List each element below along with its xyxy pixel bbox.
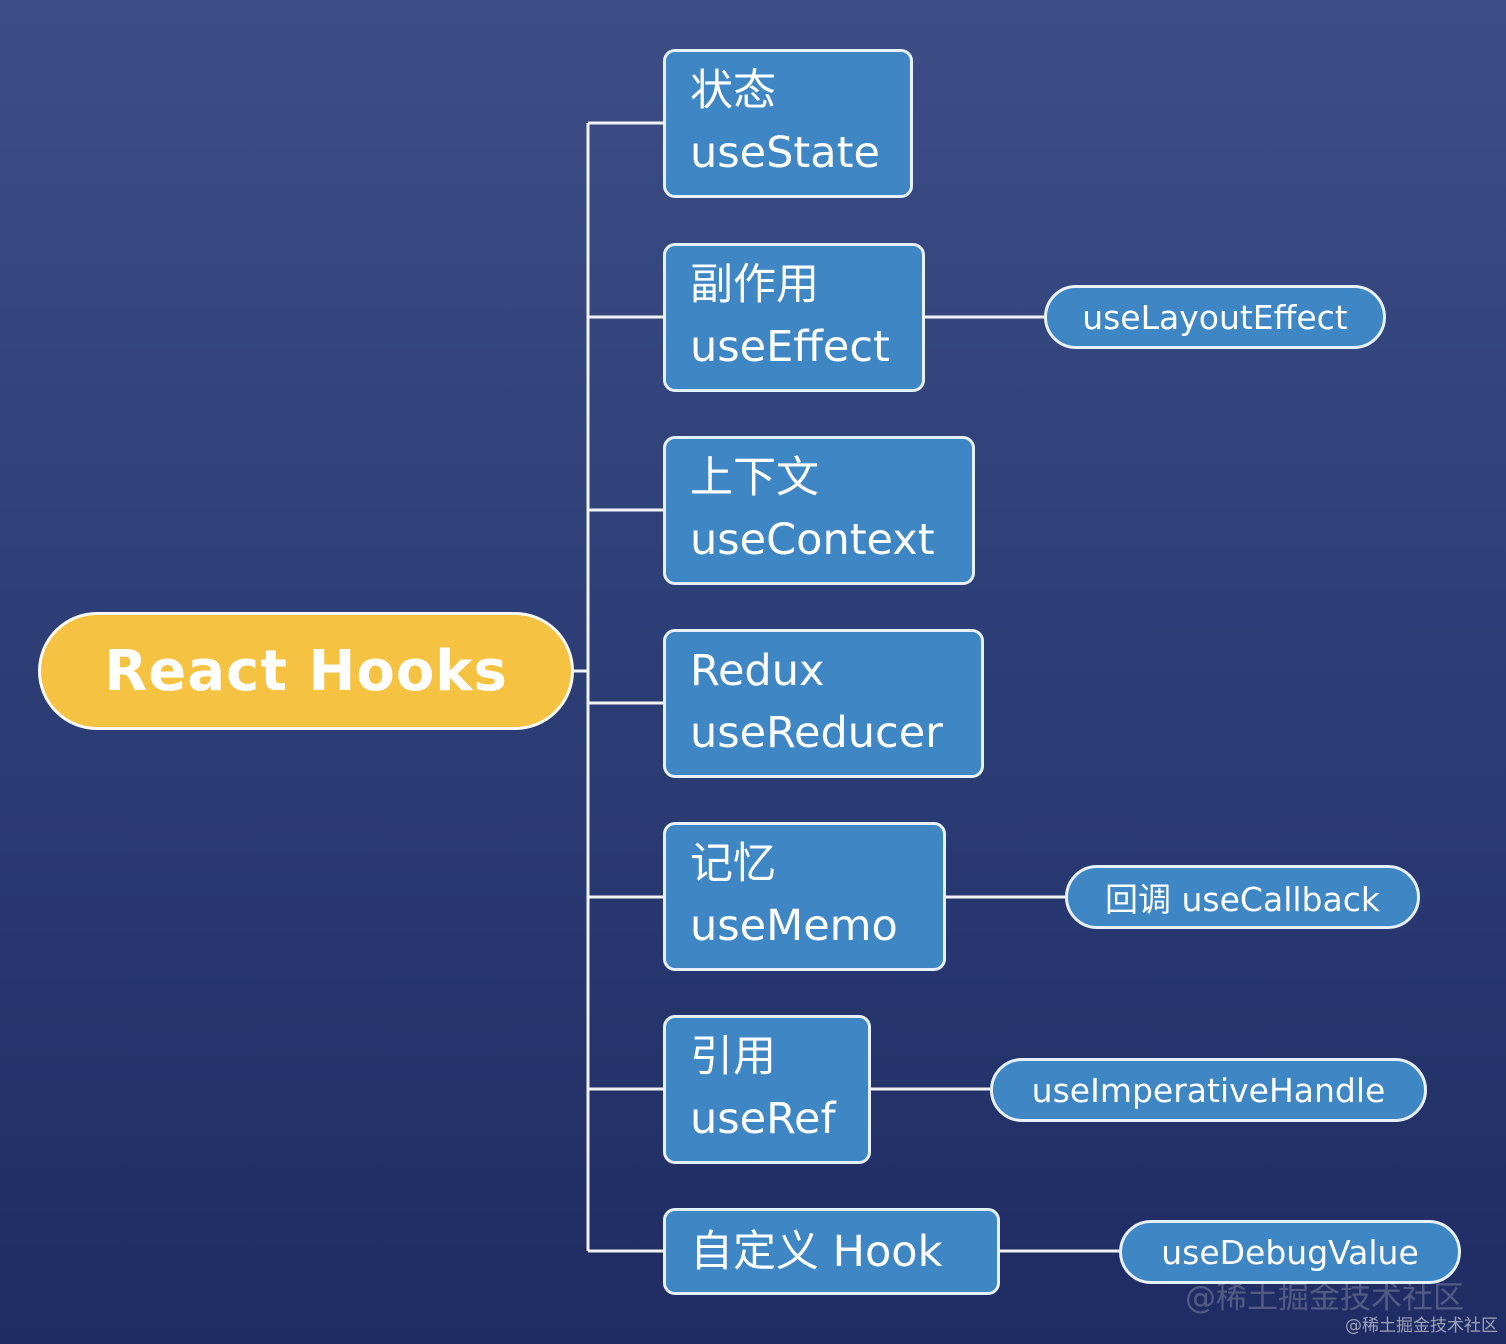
node-hook-label: useMemo (690, 901, 898, 951)
node-custom-hook: 自定义 Hook (663, 1208, 1000, 1295)
node-category-label: 记忆 (690, 839, 776, 889)
node-hook-label: useEffect (690, 322, 890, 372)
node-effect: 副作用 useEffect (663, 243, 925, 392)
node-state: 状态 useState (663, 49, 913, 198)
credit-text: @稀土掘金技术社区 (1345, 1316, 1498, 1336)
node-ref: 引用 useRef (663, 1015, 871, 1164)
node-category-label: 状态 (690, 66, 776, 116)
leaf-label: 回调 useCallback (1105, 880, 1380, 919)
leaf-use-callback: 回调 useCallback (1065, 865, 1420, 929)
leaf-use-debug-value: useDebugValue (1119, 1220, 1461, 1284)
node-reducer: Redux useReducer (663, 629, 984, 778)
node-category-label: 副作用 (690, 260, 819, 310)
leaf-label: useLayoutEffect (1082, 297, 1348, 337)
leaf-label: useDebugValue (1161, 1232, 1419, 1272)
node-hook-label: useRef (690, 1094, 836, 1144)
node-context: 上下文 useContext (663, 436, 975, 585)
leaf-use-layout-effect: useLayoutEffect (1044, 285, 1386, 349)
node-category-label: 自定义 Hook (690, 1226, 943, 1277)
node-memo: 记忆 useMemo (663, 822, 946, 971)
leaf-label: useImperativeHandle (1031, 1070, 1386, 1110)
node-category-label: 上下文 (690, 453, 819, 503)
root-label: React Hooks (104, 638, 508, 704)
root-node-react-hooks: React Hooks (38, 612, 574, 730)
node-category-label: Redux (690, 646, 825, 696)
node-hook-label: useContext (690, 515, 935, 565)
node-category-label: 引用 (690, 1032, 776, 1082)
watermark-text: @稀土掘金技术社区 (1185, 1280, 1464, 1316)
leaf-use-imperative-handle: useImperativeHandle (990, 1058, 1427, 1122)
node-hook-label: useReducer (690, 708, 943, 758)
node-hook-label: useState (690, 128, 880, 178)
